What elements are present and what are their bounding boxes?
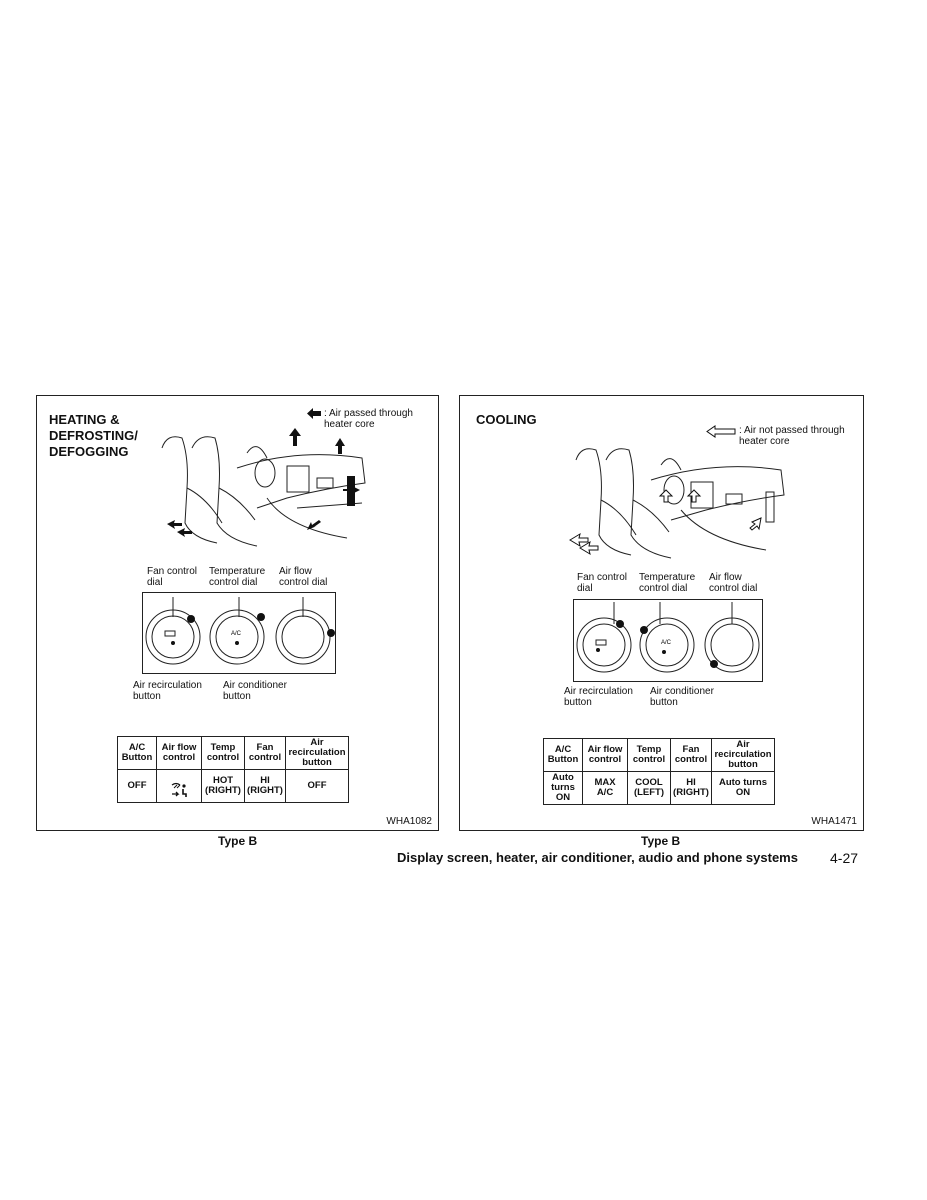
table-cell: Auto turns ON xyxy=(711,771,775,805)
header-cell: A/C Button xyxy=(543,738,583,772)
table-header-row: A/C Button Air flow control Temp control… xyxy=(543,738,775,772)
dial-ac-text: A/C xyxy=(231,631,242,637)
settings-table: A/C Button Air flow control Temp control… xyxy=(117,736,349,803)
header-cell: Air flow control xyxy=(582,738,628,772)
recirc-button-label: Air recirculation button xyxy=(133,680,202,702)
figure-caption: Type B xyxy=(641,834,681,848)
control-panel: A/C xyxy=(573,599,763,682)
airflow-dial-label: Air flow control dial xyxy=(279,566,328,588)
fan-dial-label: Fan control dial xyxy=(577,572,628,594)
table-header-row: A/C Button Air flow control Temp control… xyxy=(117,736,349,770)
figure-caption: Type B xyxy=(218,834,258,848)
temp-dial-label: Temperature control dial xyxy=(639,572,696,594)
figure-code: WHA1471 xyxy=(811,816,857,827)
header-cell: Temp control xyxy=(627,738,671,772)
solid-arrow-icon xyxy=(307,408,321,419)
table-cell: COOL (LEFT) xyxy=(627,771,671,805)
header-cell: A/C Button xyxy=(117,736,157,770)
table-cell: HI (RIGHT) xyxy=(670,771,712,805)
table-cell: OFF xyxy=(117,769,157,803)
table-row: OFF HOT (RIGHT) HI (RIGHT) OFF xyxy=(117,769,349,803)
header-cell: Temp control xyxy=(201,736,245,770)
table-cell: OFF xyxy=(285,769,349,803)
table-cell xyxy=(156,769,202,803)
header-cell: Fan control xyxy=(670,738,712,772)
legend-text: : Air passed through heater core xyxy=(324,408,413,430)
figure-title: COOLING xyxy=(476,412,537,427)
hollow-arrow-icon xyxy=(706,425,736,438)
cabin-illustration xyxy=(569,448,785,559)
figure-code: WHA1082 xyxy=(386,816,432,827)
defrost-floor-icon xyxy=(171,782,187,797)
figure-title: HEATING & DEFROSTING/ DEFOGGING xyxy=(49,412,138,459)
control-dials-illustration: A/C xyxy=(576,602,760,673)
control-dials-illustration: A/C xyxy=(145,597,335,665)
legend: : Air not passed through heater core xyxy=(706,425,845,447)
header-cell: Air recirculation button xyxy=(711,738,775,772)
settings-table: A/C Button Air flow control Temp control… xyxy=(543,738,775,805)
section-title: Display screen, heater, air conditioner,… xyxy=(397,850,798,865)
header-cell: Air recirculation button xyxy=(285,736,349,770)
heating-figure: HEATING & DEFROSTING/ DEFOGGING : Air pa… xyxy=(36,395,439,831)
table-cell: HI (RIGHT) xyxy=(244,769,286,803)
table-cell: Auto turns ON xyxy=(543,771,583,805)
control-panel: A/C xyxy=(142,592,336,674)
cooling-figure: COOLING : Air not passed through heater … xyxy=(459,395,864,831)
fan-dial-label: Fan control dial xyxy=(147,566,198,588)
ac-button-label: Air conditioner button xyxy=(223,680,287,702)
dial-ac-text: A/C xyxy=(661,640,672,646)
airflow-dial-label: Air flow control dial xyxy=(709,572,758,594)
ac-button-label: Air conditioner button xyxy=(650,686,714,708)
header-cell: Fan control xyxy=(244,736,286,770)
page-number: 4-27 xyxy=(830,850,859,866)
cabin-illustration xyxy=(161,428,366,547)
header-cell: Air flow control xyxy=(156,736,202,770)
table-cell: HOT (RIGHT) xyxy=(201,769,245,803)
temp-dial-label: Temperature control dial xyxy=(209,566,266,588)
legend-text: : Air not passed through heater core xyxy=(739,425,845,447)
recirc-button-label: Air recirculation button xyxy=(564,686,633,708)
table-cell: MAX A/C xyxy=(582,771,628,805)
table-row: Auto turns ON MAX A/C COOL (LEFT) HI (RI… xyxy=(543,771,775,805)
legend: : Air passed through heater core xyxy=(307,408,413,430)
